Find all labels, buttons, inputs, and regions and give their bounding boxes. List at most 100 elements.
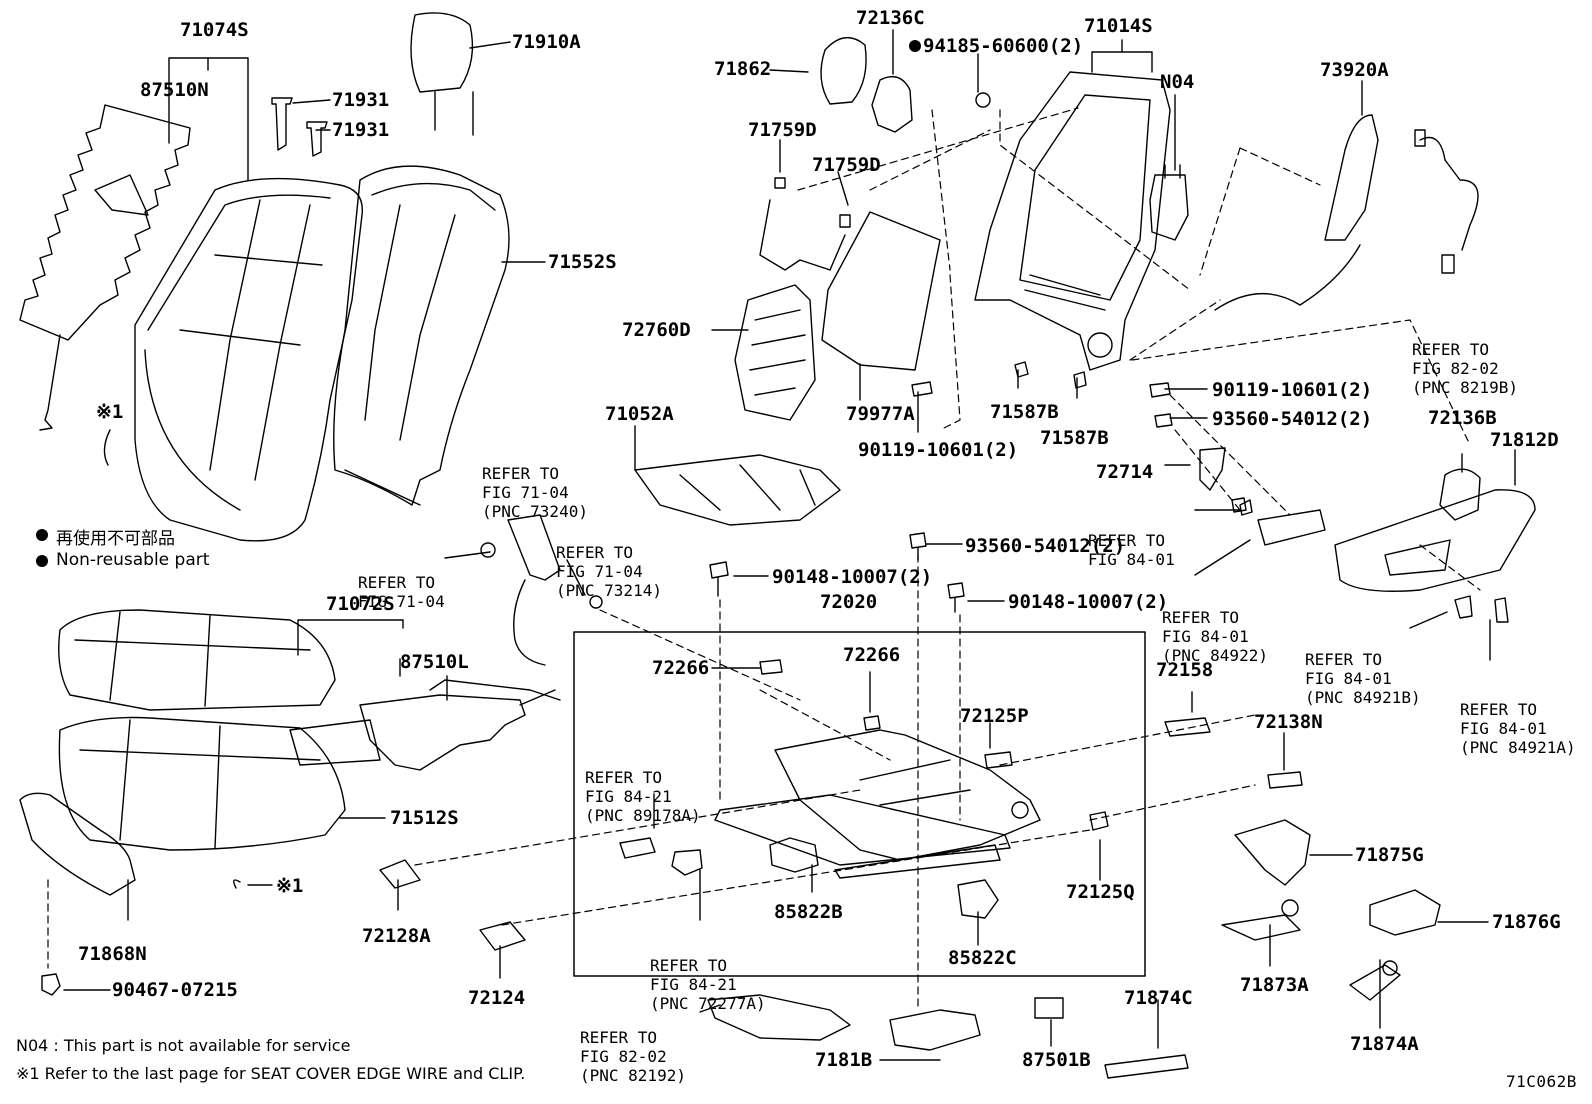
label-93560-b: 93560-54012(2) [965,535,1126,557]
label-79977A: 79977A [846,403,915,425]
side-airbag [1214,114,1379,311]
side-shield [1334,468,1536,623]
label-72714: 72714 [1096,461,1154,483]
assembly-dashed-lines [47,107,1481,1011]
label-71812D: 71812D [1490,429,1559,451]
label-71931-a: 71931 [332,89,390,111]
label-90119-a: 90119-10601(2) [858,439,1019,461]
label-90119-b: 90119-10601(2) [1212,379,1373,401]
legend-nonreusable-en: Non-reusable part [56,550,210,570]
label-71759D-a: 71759D [748,119,817,141]
seat-cushion-pad [58,716,346,851]
clip-marks [233,879,273,889]
label-87501B: 87501B [1022,1049,1091,1071]
label-71876G: 71876G [1492,911,1561,933]
label-85822C: 85822C [948,947,1017,969]
seat-cushion-cover [58,609,336,711]
leader-lines [63,29,1516,1061]
legend-bullet-en [36,555,48,567]
lower-parts [707,994,1189,1079]
cushion-front-trim [19,792,136,896]
label-71587B-a: 71587B [990,401,1059,423]
label-7181B: 7181B [815,1049,873,1071]
switch-bracket [1199,447,1326,546]
head-covers [820,37,913,133]
label-73920A: 73920A [1320,59,1389,81]
lumbar-support [734,177,851,421]
label-72020: 72020 [820,591,878,613]
seat-heater-pad [289,679,561,771]
rail-clips [1164,717,1303,789]
seatback-cover [134,177,364,542]
nonreusable-bullet [909,40,921,52]
label-72124: 72124 [468,987,526,1009]
label-90148-b: 90148-10007(2) [1008,591,1169,613]
adjuster-small-parts [619,837,703,876]
figure-code: 71C062B [1506,1072,1577,1091]
label-72266-b: 72266 [843,644,901,666]
label-72136B: 72136B [1428,407,1497,429]
clip-mark-b: ※1 [276,875,304,897]
note-n04: N04 : This part is not available for ser… [16,1036,351,1055]
seatback-frame [974,71,1171,371]
label-71868N: 71868N [78,943,147,965]
label-N04: N04 [1160,71,1195,93]
label-71759D-b: 71759D [812,154,881,176]
label-71874A: 71874A [1350,1033,1419,1055]
label-87510N: 87510N [140,79,209,101]
label-72125Q: 72125Q [1066,881,1135,903]
note-clip: ※1 Refer to the last page for SEAT COVER… [16,1064,526,1083]
fasteners [41,92,1247,996]
track-covers [379,859,526,951]
label-71074S: 71074S [180,19,249,41]
label-85822B: 85822B [774,901,843,923]
label-71910A: 71910A [512,31,581,53]
seatback-pad [333,165,510,506]
back-pad-panel [821,211,941,371]
label-72128A: 72128A [362,925,431,947]
seat-motors [769,837,999,919]
label-87510L: 87510L [400,651,469,673]
legend-bullet-jp [36,529,48,541]
label-72266-a: 72266 [652,657,710,679]
side-trims [1221,819,1441,1001]
headrest-supports [271,97,328,157]
label-71552S: 71552S [548,251,617,273]
label-72125P: 72125P [960,705,1029,727]
label-72136C: 72136C [856,7,925,29]
label-90148-a: 90148-10007(2) [772,566,933,588]
label-71875G: 71875G [1355,844,1424,866]
label-71014S: 71014S [1084,15,1153,37]
label-71072S: 71072S [326,593,395,615]
label-90467: 90467-07215 [112,979,238,1001]
label-71512S: 71512S [390,807,459,829]
wire-harness-upper [1414,129,1479,274]
label-71874C: 71874C [1124,987,1193,1009]
label-71587B-b: 71587B [1040,427,1109,449]
label-94185: 94185-60600(2) [923,35,1084,57]
seat-adjuster [714,659,1109,879]
seatbelt-buckle [507,514,561,666]
label-71862: 71862 [714,58,772,80]
label-71052A: 71052A [605,403,674,425]
actuator-n04 [1149,164,1189,241]
label-72760D: 72760D [622,319,691,341]
seatback-heater-pad [19,104,191,466]
clip-mark-a: ※1 [96,401,124,423]
label-71873A: 71873A [1240,974,1309,996]
legend-nonreusable-jp: 再使用不可部品 [56,529,175,549]
label-93560-a: 93560-54012(2) [1212,408,1373,430]
headrest [410,12,474,136]
label-71931-b: 71931 [332,119,390,141]
